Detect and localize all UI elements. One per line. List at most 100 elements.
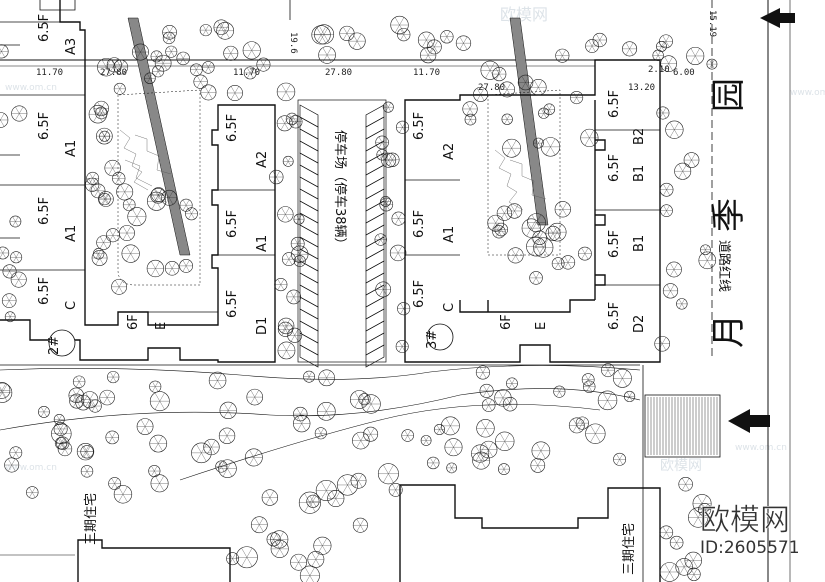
tree-symbol	[692, 494, 712, 513]
tree-symbol	[218, 459, 237, 478]
tree-symbol	[426, 456, 440, 470]
tree-symbol	[202, 61, 215, 74]
b2-right-type-2: A1	[255, 235, 270, 252]
tree-symbol	[623, 390, 636, 403]
tree-symbol	[314, 427, 327, 440]
tree-symbol	[433, 423, 445, 436]
tree-symbol	[389, 244, 407, 262]
tree-symbol	[612, 368, 632, 388]
parking-lot	[297, 99, 387, 368]
tree-symbol	[2, 264, 17, 279]
phase3-label-left: 三期住宅	[84, 493, 99, 545]
tree-symbol	[112, 171, 126, 186]
b3-unit-floors-3: 6.5F	[412, 280, 427, 308]
tree-symbol	[327, 489, 345, 508]
tree-symbol	[86, 171, 100, 185]
tree-symbol	[90, 183, 106, 199]
tree-symbol	[72, 375, 86, 388]
entrance-crosswalk	[644, 394, 721, 458]
tree-symbol	[26, 486, 39, 499]
tree-symbol	[116, 183, 134, 201]
tree-symbol	[113, 485, 133, 504]
tree-symbol	[683, 152, 700, 168]
tree-symbol	[506, 203, 523, 219]
tree-symbol	[401, 429, 414, 442]
parking-stall	[365, 320, 385, 344]
tree-symbol	[659, 562, 680, 582]
tree-symbol	[375, 281, 392, 298]
tree-symbol	[390, 15, 409, 35]
building-3-outline	[404, 59, 661, 363]
tree-symbol	[293, 213, 305, 225]
b2-unit-floors-4: 6.5F	[37, 277, 52, 305]
tree-symbol	[397, 302, 411, 316]
tree-symbol	[313, 536, 332, 555]
tree-symbol	[551, 257, 565, 271]
tree-symbol	[531, 441, 551, 461]
tree-symbol	[420, 435, 432, 446]
tree-symbol	[654, 335, 670, 352]
dim-top-right-2: 6.00	[673, 68, 695, 78]
tree-symbol	[652, 49, 664, 61]
tree-symbol	[662, 283, 679, 299]
b3-unit-type-3: C	[442, 303, 457, 312]
tree-symbol	[479, 383, 494, 398]
tree-symbol	[243, 66, 257, 80]
tree-symbol	[385, 152, 400, 167]
tree-symbol	[585, 39, 599, 53]
b2-right-floors-3: 6.5F	[225, 290, 240, 318]
tree-symbol	[440, 30, 454, 44]
parking-stall	[299, 344, 319, 368]
b3-right-floors-1: 6.5F	[607, 90, 622, 118]
tree-symbol	[339, 25, 355, 41]
tree-symbol	[4, 311, 16, 323]
tree-symbol	[315, 480, 337, 502]
tree-symbol	[200, 84, 217, 101]
tree-symbol	[686, 46, 705, 65]
tree-symbol	[480, 60, 500, 80]
tree-symbol	[162, 24, 177, 40]
b2-number: 2#	[47, 336, 62, 355]
tree-symbol	[666, 261, 682, 278]
tree-symbol	[543, 103, 556, 116]
tree-symbol	[0, 246, 10, 260]
tree-symbol	[80, 445, 94, 459]
parking-stall	[299, 332, 319, 356]
parking-stall	[365, 332, 385, 356]
tree-symbol	[397, 27, 411, 42]
tree-symbol	[545, 225, 561, 241]
tree-symbol	[111, 278, 127, 295]
tree-symbol	[570, 91, 584, 105]
b2-right-type-3: D1	[255, 317, 270, 335]
parking-stall	[299, 308, 319, 332]
tree-symbol	[149, 380, 162, 393]
b2-bottom-floors: 6F	[126, 314, 141, 330]
tree-symbol	[0, 44, 9, 59]
tree-symbol	[446, 462, 457, 474]
tree-symbol	[277, 341, 296, 360]
tree-symbol	[361, 394, 381, 414]
tree-symbol	[38, 406, 50, 418]
tree-symbol	[585, 423, 606, 444]
tree-symbol	[80, 465, 94, 478]
dim-vertical-b: 15.19	[707, 10, 717, 37]
tree-symbol	[684, 551, 702, 570]
tree-symbol	[289, 115, 303, 129]
tree-symbol	[498, 463, 510, 476]
tree-symbol	[622, 41, 638, 57]
tree-symbol	[529, 271, 543, 285]
parking-stall	[299, 116, 319, 140]
tree-symbol	[475, 365, 490, 380]
tree-symbol	[69, 393, 85, 409]
tree-symbol	[444, 438, 463, 457]
tree-symbol	[246, 388, 263, 406]
tree-symbol	[150, 50, 163, 63]
tree-symbol	[1, 293, 17, 308]
parking-stall	[299, 284, 319, 308]
parking-stall	[365, 284, 385, 308]
b3-unit-type-1: A2	[442, 143, 457, 160]
tree-symbol	[98, 192, 111, 206]
tree-symbol	[526, 236, 546, 257]
tree-symbol	[274, 278, 288, 292]
tree-symbol	[203, 438, 220, 456]
